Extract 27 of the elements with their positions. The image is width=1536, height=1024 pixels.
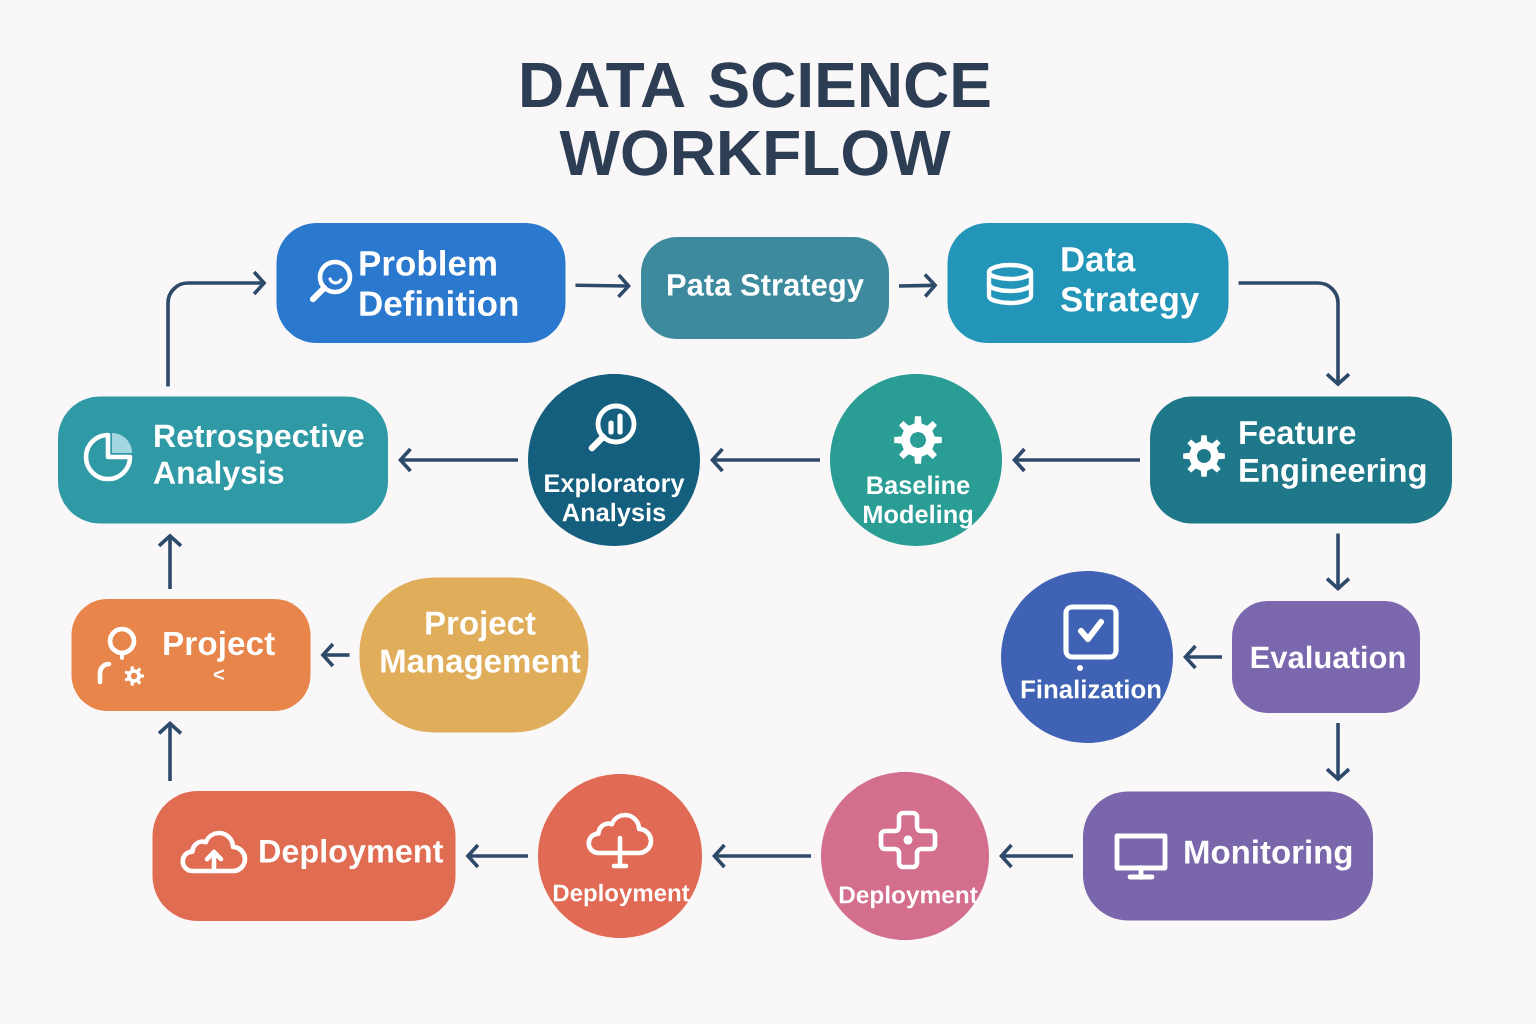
process-box: Problem Definition (276, 223, 566, 343)
arrow (1325, 723, 1351, 782)
arrow (157, 721, 183, 781)
arrow (157, 533, 183, 589)
process-box: Evaluation (1232, 601, 1420, 713)
arrow (899, 273, 938, 298)
arrow (712, 843, 811, 869)
arrow (1012, 447, 1140, 473)
process-box: Project Management (359, 577, 589, 733)
arrow (166, 270, 267, 387)
arrow (710, 447, 820, 473)
process-box: Feature Engineering (1150, 396, 1452, 524)
arrow (1183, 644, 1222, 670)
process-box: Data Strategy (947, 223, 1229, 343)
process-box: Project < (71, 599, 311, 711)
arrow (320, 642, 350, 668)
arrow (1325, 533, 1351, 591)
arrow (575, 273, 631, 299)
arrow (1238, 281, 1351, 387)
arrow (465, 843, 528, 869)
arrow (398, 447, 518, 473)
arrow (999, 843, 1073, 869)
title: DATA SCIENCE WORKFLOW (522, 62, 990, 176)
process-box: Retrospective Analysis (58, 396, 388, 524)
process-box: Deployment (152, 791, 456, 921)
process-box: Pata Strategy (641, 237, 889, 339)
process-box: Monitoring (1083, 791, 1373, 921)
